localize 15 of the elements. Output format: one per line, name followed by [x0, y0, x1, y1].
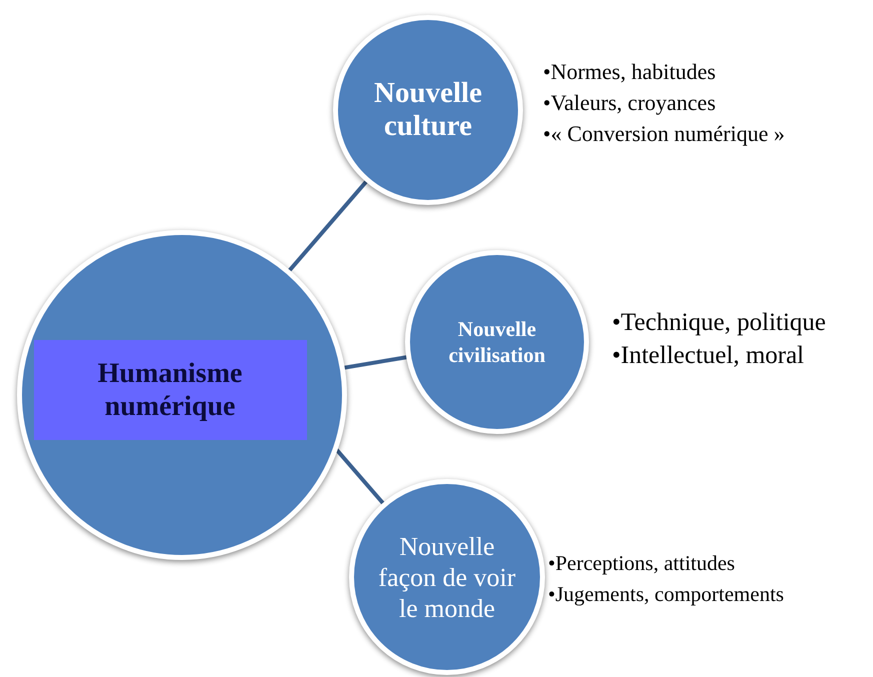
connector-line: [288, 180, 368, 272]
connector-line: [343, 355, 408, 370]
bullet-item: •« Conversion numérique »: [543, 120, 785, 148]
label-rectangle: [34, 340, 306, 440]
bullet-item: •Perceptions, attitudes: [548, 550, 736, 577]
node-title: Nouvelle culture: [373, 77, 483, 143]
connector-line: [335, 448, 385, 506]
node-title: Nouvelle civilisation: [448, 316, 546, 368]
bullet-item: •Normes, habitudes: [543, 58, 717, 86]
node-title: Humanisme numérique: [96, 357, 244, 423]
bullet-item: •Intellectuel, moral: [612, 341, 806, 371]
bullet-item: •Jugements, comportements: [548, 581, 784, 608]
bullet-item: •Valeurs, croyances: [543, 89, 717, 117]
bullet-item: •Technique, politique: [612, 308, 826, 338]
node-title: Nouvelle façon de voir le monde: [377, 530, 517, 624]
